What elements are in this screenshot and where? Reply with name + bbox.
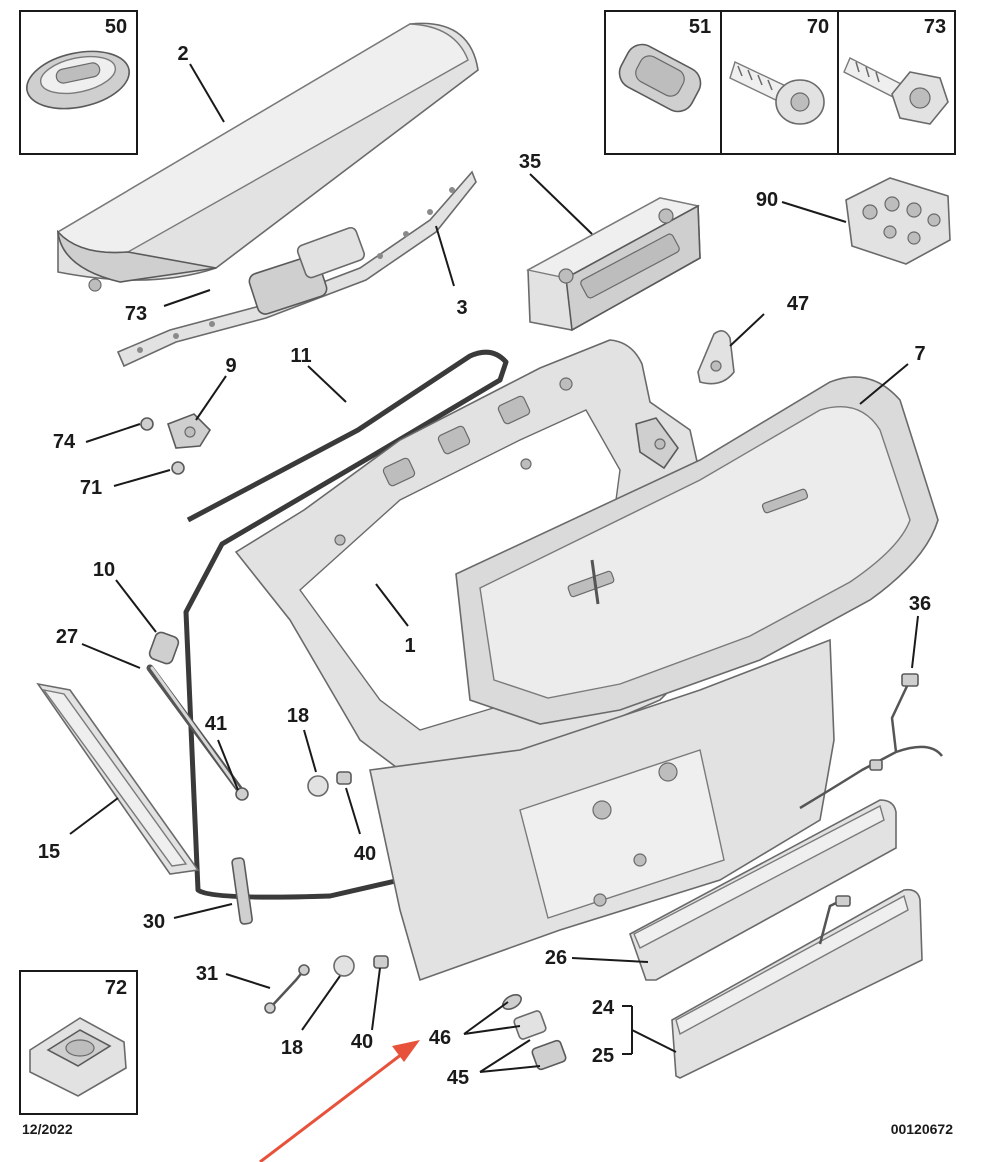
footer-reference: 00120672 [891,1121,954,1137]
part-2-spoiler [56,22,479,292]
callout-47: 47 [787,293,809,315]
part-26-lower-trim [629,799,897,981]
callout-72: 72 [105,977,127,999]
part-40b-stopper [373,955,389,969]
callout-18: 18 [287,705,309,727]
part-36-wiring-harness [799,673,943,810]
inset-box-72 [19,970,138,1115]
part-35-light-unit [525,197,701,332]
part-3-upper-trim-strip [116,170,477,368]
callout-41: 41 [205,713,227,735]
inset-box-50 [19,10,138,155]
part-50-grommet [26,50,130,110]
callout-30: 30 [143,911,165,933]
part-24-25-tailgate-garnish [671,888,923,1079]
callout-25: 25 [592,1045,614,1067]
callout-70: 70 [807,16,829,38]
part-73-bolt [843,57,949,125]
callout-11: 11 [290,345,311,367]
leader-lines [69,63,919,1073]
callout-36: 36 [909,593,931,615]
part-18b-bumper [333,955,355,977]
part-11-tailgate-seal [183,349,509,900]
callout-3: 3 [456,297,467,319]
callout-50: 50 [105,16,127,38]
callout-9: 9 [225,355,236,377]
callout-40b: 40 [351,1031,373,1053]
part-46-lock-cylinder [502,993,547,1040]
callout-73: 73 [125,303,147,325]
callout-46: 46 [429,1027,451,1049]
part-51-clip [618,43,702,113]
callout-24: 24 [592,997,615,1019]
part-70-screw [729,61,825,125]
callout-15: 15 [38,841,60,863]
callout-18b: 18 [281,1037,303,1059]
part-15-side-trim [36,682,200,875]
callout-10: 10 [93,559,115,581]
callout-74: 74 [53,431,76,453]
tailgate-outer-lower-panel [369,638,835,982]
part-31-rod [264,964,310,1014]
callout-1: 1 [404,635,415,657]
part-71-nut [171,461,185,475]
part-90-connector-block [845,177,951,265]
callout-27: 27 [56,626,78,648]
part-18-bumper [307,775,329,797]
callout-45: 45 [447,1067,469,1089]
red-arrow [259,1040,420,1162]
part-10-27-gas-strut [146,631,249,801]
part-47-bracket [697,330,735,385]
callout-31: 31 [196,963,218,985]
callout-73-box: 73 [924,16,946,38]
part-9-hinge [166,413,212,449]
callout-90: 90 [756,189,778,211]
part-74-bolt [140,417,154,431]
callout-35: 35 [519,151,541,173]
callout-71: 71 [80,477,102,499]
callout-26: 26 [545,947,567,969]
callout-labels: 50 51 70 73 2 35 90 3 73 47 7 9 11 74 71… [38,16,946,1089]
inset-box-51-70-73 [604,10,956,155]
callout-51: 51 [689,16,711,38]
part-45-lock-mechanism [531,1039,567,1071]
part-72-bracket [29,1017,127,1097]
part-7-rear-window-glass [455,376,939,725]
callout-2: 2 [177,43,188,65]
callout-40: 40 [354,843,376,865]
callout-7: 7 [914,343,925,365]
part-40-stopper [336,771,352,785]
part-30-striker [231,857,253,925]
part-latch-upper [635,417,679,470]
footer-date: 12/2022 [22,1121,73,1137]
